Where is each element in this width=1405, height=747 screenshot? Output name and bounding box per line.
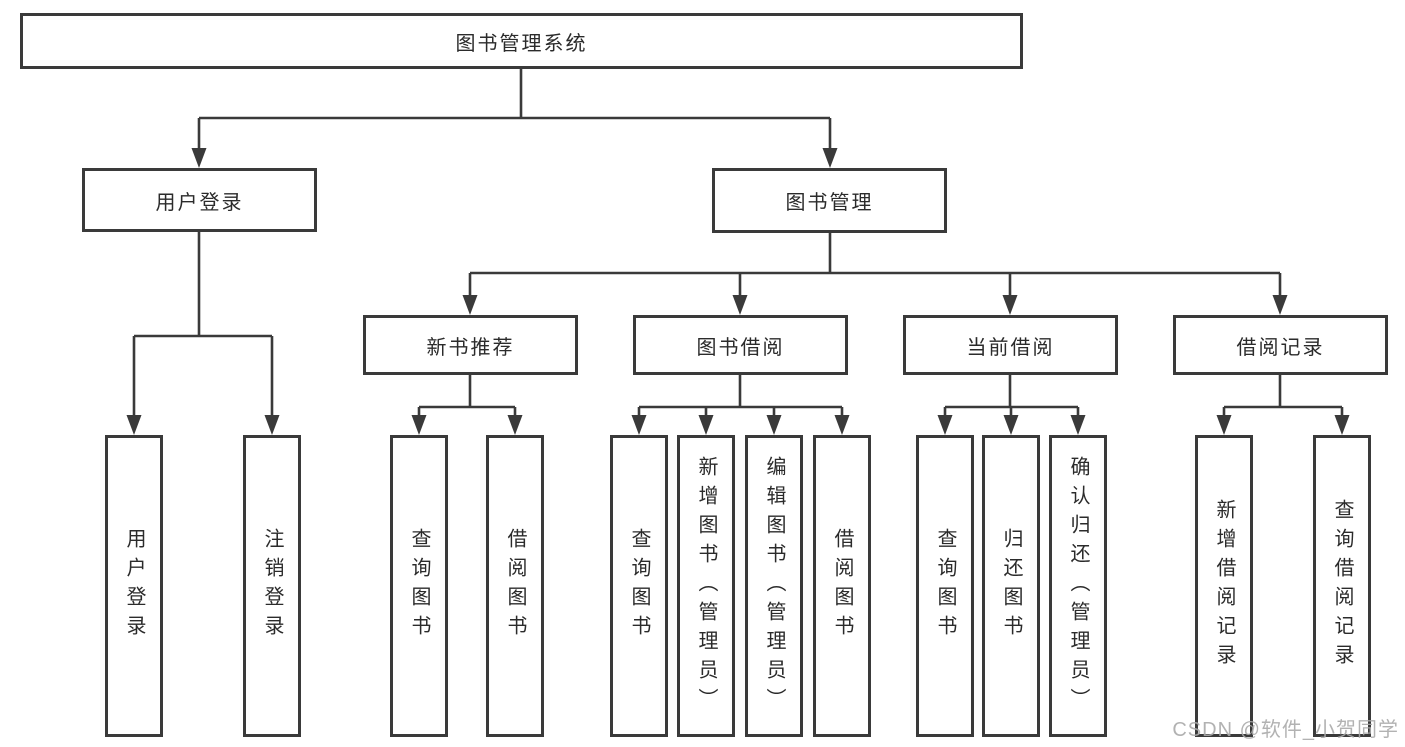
leaf-cb-query-book: 查询图书 [916, 435, 974, 737]
node-label: 新增借阅记录 [1213, 499, 1235, 673]
leaf-br-query-record: 查询借阅记录 [1313, 435, 1371, 737]
csdn-watermark: CSDN @软件_小贺同学 [1172, 719, 1399, 741]
node-label: 查询图书 [628, 528, 650, 644]
node-label: 图书借阅 [696, 336, 785, 359]
node-label: 确认归还（管理员） [1067, 455, 1089, 717]
node-label: 注销登录 [261, 528, 283, 644]
node-label: 当前借阅 [966, 336, 1055, 359]
node-borrow-records: 借阅记录 [1173, 315, 1388, 375]
node-label: 图书管理系统 [455, 32, 588, 55]
node-user-login: 用户登录 [82, 168, 317, 232]
node-label: 用户登录 [155, 191, 244, 214]
node-book-borrow: 图书借阅 [633, 315, 848, 375]
node-label: 查询借阅记录 [1331, 499, 1353, 673]
leaf-bb-borrow-book: 借阅图书 [813, 435, 871, 737]
leaf-nbr-borrow-book: 借阅图书 [486, 435, 544, 737]
leaf-logout: 注销登录 [243, 435, 301, 737]
node-label: 用户登录 [123, 528, 145, 644]
node-label: 借阅图书 [831, 528, 853, 644]
node-label: 新增图书（管理员） [695, 455, 717, 717]
leaf-nbr-query-book: 查询图书 [390, 435, 448, 737]
node-library-management-system: 图书管理系统 [20, 13, 1023, 69]
leaf-bb-edit-book-admin: 编辑图书（管理员） [745, 435, 803, 737]
node-label: 归还图书 [1000, 528, 1022, 644]
node-current-borrow: 当前借阅 [903, 315, 1118, 375]
leaf-cb-confirm-return-admin: 确认归还（管理员） [1049, 435, 1107, 737]
leaf-bb-add-book-admin: 新增图书（管理员） [677, 435, 735, 737]
node-label: 查询图书 [934, 528, 956, 644]
node-book-management: 图书管理 [712, 168, 947, 233]
leaf-bb-query-book: 查询图书 [610, 435, 668, 737]
leaf-br-add-record: 新增借阅记录 [1195, 435, 1253, 737]
node-label: 新书推荐 [426, 336, 515, 359]
leaf-user-login: 用户登录 [105, 435, 163, 737]
node-label: 借阅图书 [504, 528, 526, 644]
node-label: 图书管理 [785, 192, 874, 214]
node-label: 编辑图书（管理员） [763, 455, 785, 717]
node-label: 借阅记录 [1236, 336, 1325, 359]
node-new-book-recommend: 新书推荐 [363, 315, 578, 375]
node-label: 查询图书 [408, 528, 430, 644]
leaf-cb-return-book: 归还图书 [982, 435, 1040, 737]
